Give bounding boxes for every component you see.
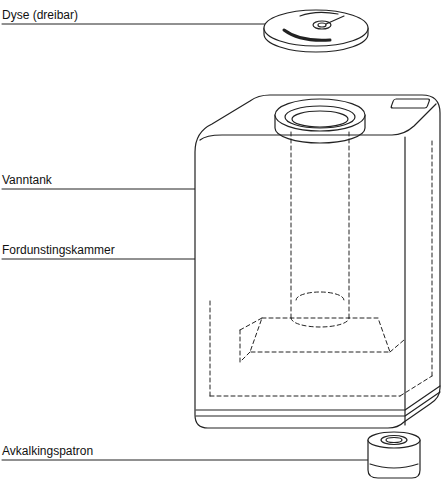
part-label: Fordunstingskammer — [2, 243, 115, 257]
water-tank — [195, 95, 440, 428]
evaporation-chamber — [210, 132, 432, 396]
descaling-cartridge — [368, 432, 420, 478]
part-label: Avkalkingspatron — [2, 444, 93, 458]
part-label: Vanntank — [2, 173, 52, 187]
nozzle-disk — [264, 10, 368, 52]
part-label: Dyse (dreibar) — [2, 8, 78, 22]
